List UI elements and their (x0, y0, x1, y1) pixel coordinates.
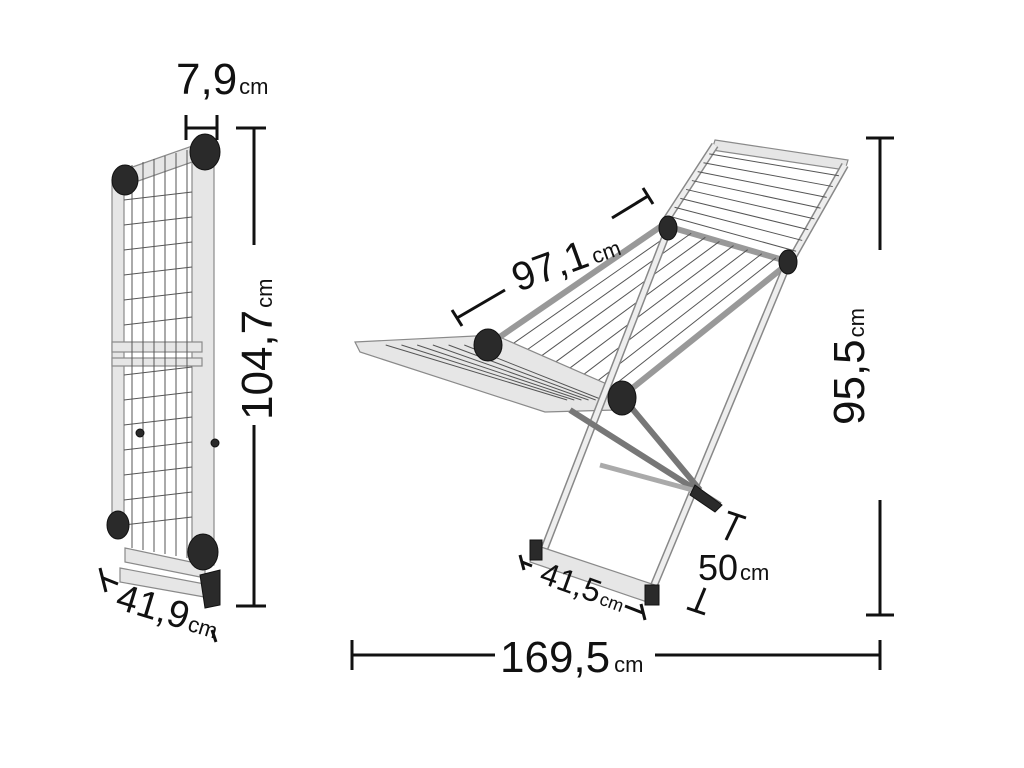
wire (697, 171, 827, 198)
wire (401, 344, 575, 401)
leg-spread-value: 50 (698, 547, 738, 588)
wire (703, 162, 833, 188)
wire (561, 245, 734, 375)
wire (385, 344, 568, 401)
svg-text:50cm: 50cm (698, 547, 769, 588)
wire (123, 441, 193, 451)
wire (691, 180, 821, 209)
open-length-value: 169,5 (500, 633, 610, 682)
folded-depth-value: 7,9 (176, 55, 237, 104)
dimension-folded-depth: 7,9cm (176, 55, 269, 140)
open-height-value: 95,5 (825, 339, 874, 425)
wire (546, 241, 720, 369)
folded-depth-unit: cm (239, 74, 268, 99)
wire (123, 266, 193, 276)
wire (123, 216, 193, 226)
wire (709, 153, 839, 177)
wire (680, 197, 809, 231)
wire (531, 236, 706, 364)
wire (123, 466, 193, 476)
wire (123, 366, 193, 376)
wire (605, 257, 777, 393)
svg-text:169,5cm: 169,5cm (500, 633, 643, 682)
wing-length-unit: cm (588, 235, 624, 269)
open-height-unit: cm (844, 308, 869, 337)
wire (123, 291, 193, 301)
folded-height-unit: cm (252, 279, 277, 308)
dimension-folded-height: 104,7cm (233, 126, 282, 608)
wire (123, 491, 193, 501)
wire (575, 249, 748, 381)
wing-length-value: 97,1 (506, 232, 594, 300)
wire (123, 416, 193, 426)
wire (123, 191, 193, 201)
leg-spread-unit: cm (740, 560, 769, 585)
dimension-open-height: 95,5cm (825, 136, 894, 617)
base-width-value: 41,5 (536, 555, 607, 610)
svg-text:104,7cm: 104,7cm (233, 279, 282, 420)
wire (502, 228, 678, 352)
wire (123, 391, 193, 401)
wire (432, 344, 589, 401)
svg-text:95,5cm: 95,5cm (825, 308, 874, 425)
wire (448, 344, 596, 401)
open-rack-drawing (354, 139, 849, 606)
folded-rack-drawing (106, 133, 221, 609)
open-length-unit: cm (614, 652, 643, 677)
wire (123, 516, 193, 526)
wire (674, 206, 803, 241)
wire (123, 316, 193, 326)
dimension-leg-spread: 50cm (686, 510, 769, 616)
wire (123, 241, 193, 251)
wire (685, 188, 815, 220)
folded-height-value: 104,7 (233, 310, 282, 420)
wire (668, 215, 797, 252)
dimension-wing-length: 97,1cm (450, 187, 655, 327)
wire (416, 344, 582, 401)
svg-text:7,9cm: 7,9cm (176, 55, 269, 104)
